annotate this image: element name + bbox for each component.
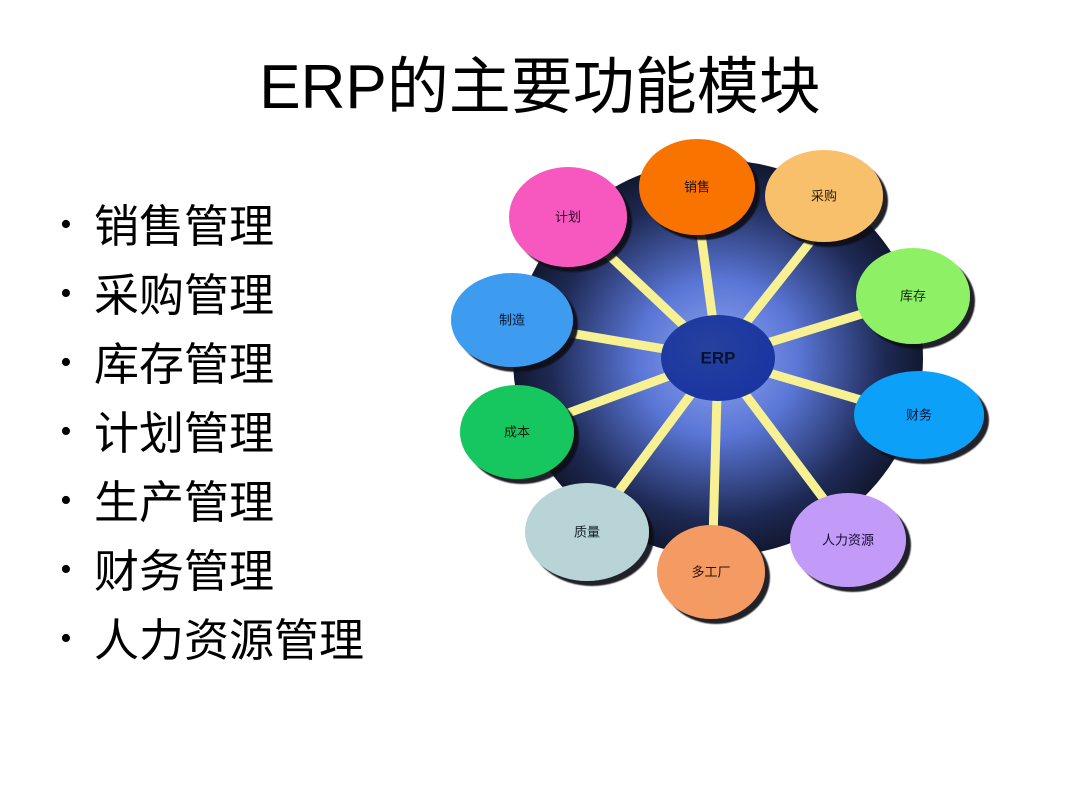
list-item-label: 财务管理 [94, 547, 275, 597]
module-bullet-list: • 销售管理 • 采购管理 • 库存管理 • 计划管理 • 生产管理 • 财务管… [60, 198, 460, 681]
list-item[interactable]: • 人力资源管理 [60, 612, 460, 681]
bullet-marker-icon: • [60, 551, 72, 588]
bullet-marker-icon: • [60, 482, 72, 519]
list-item-label: 销售管理 [94, 202, 275, 252]
bullet-marker-icon: • [60, 275, 72, 312]
erp-center-label: ERP [701, 349, 736, 368]
module-node-chengben[interactable] [460, 385, 574, 479]
bullet-marker-icon: • [60, 206, 72, 243]
list-item[interactable]: • 销售管理 [60, 198, 460, 267]
page-title-cjk: 的主要功能模块 [386, 54, 821, 122]
module-node-jihua[interactable] [509, 167, 627, 267]
list-item-label: 采购管理 [94, 271, 275, 321]
module-node-zhiliang[interactable] [525, 483, 649, 581]
module-label-caigou: 采购 [811, 189, 837, 204]
list-item-label: 生产管理 [94, 478, 275, 528]
erp-diagram-svg: ERP 销售 采购 库存 财务 人力资源 [451, 139, 984, 619]
bullet-marker-icon: • [60, 620, 72, 657]
module-node-zhizao[interactable] [451, 273, 573, 367]
module-label-jihua: 计划 [555, 210, 581, 225]
list-item-label: 人力资源管理 [94, 616, 365, 666]
erp-module-diagram: ERP 销售 采购 库存 财务 人力资源 [430, 130, 1030, 650]
list-item[interactable]: • 财务管理 [60, 543, 460, 612]
module-node-caigou[interactable] [765, 150, 883, 242]
bullet-marker-icon: • [60, 413, 72, 450]
module-label-zhizao: 制造 [499, 313, 525, 328]
module-label-renliziyuan: 人力资源 [822, 533, 874, 548]
module-label-duogongchang: 多工厂 [691, 565, 730, 580]
module-label-chengben: 成本 [504, 425, 530, 440]
list-item[interactable]: • 采购管理 [60, 267, 460, 336]
page-title-latin: ERP [259, 53, 387, 122]
module-label-caiwu: 财务 [906, 408, 932, 423]
list-item-label: 库存管理 [94, 340, 275, 390]
module-label-xiaoshou: 销售 [684, 180, 710, 195]
module-node-kucun[interactable] [856, 248, 970, 344]
page-title: ERP的主要功能模块 [0, 55, 1080, 121]
bullet-marker-icon: • [60, 344, 72, 381]
list-item[interactable]: • 生产管理 [60, 474, 460, 543]
module-node-duogongchang[interactable] [657, 525, 765, 619]
list-item[interactable]: • 计划管理 [60, 405, 460, 474]
list-item[interactable]: • 库存管理 [60, 336, 460, 405]
module-node-caiwu[interactable] [854, 371, 984, 459]
module-node-renliziyuan[interactable] [790, 493, 906, 587]
list-item-label: 计划管理 [94, 409, 275, 459]
module-label-zhiliang: 质量 [574, 525, 600, 540]
erp-center-node[interactable]: ERP [661, 315, 775, 401]
module-label-kucun: 库存 [900, 289, 926, 304]
module-node-xiaoshou[interactable] [639, 139, 755, 235]
